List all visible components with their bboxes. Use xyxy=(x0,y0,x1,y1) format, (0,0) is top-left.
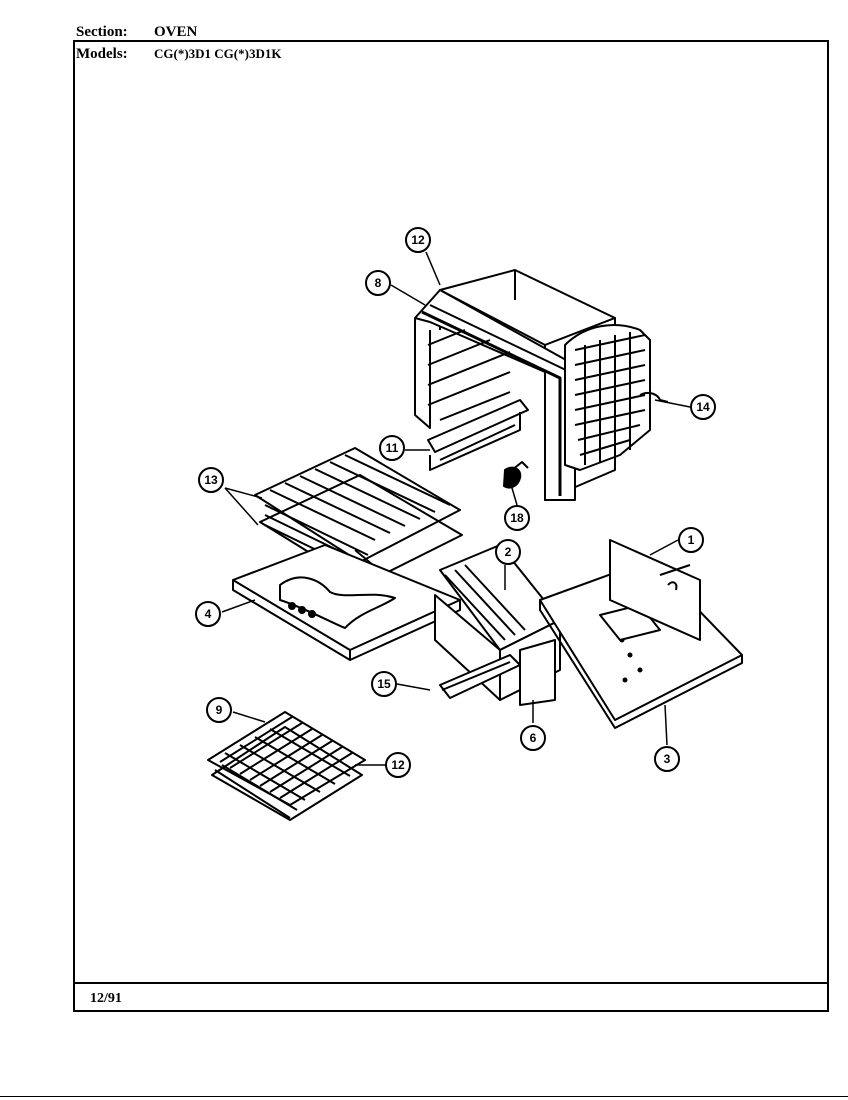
callout-13: 13 xyxy=(204,473,218,487)
callout-8: 8 xyxy=(375,276,382,290)
section-line: Section: OVEN xyxy=(76,24,197,41)
models-line: Models: CG(*)3D1 CG(*)3D1K xyxy=(76,46,281,63)
section-label: Section: xyxy=(76,24,128,40)
ignitor-part xyxy=(503,461,529,489)
leader-lines xyxy=(221,251,691,766)
broiler-drawer xyxy=(434,544,561,706)
broiler-pan xyxy=(207,711,366,821)
callout-18: 18 xyxy=(510,511,524,525)
callout-circles xyxy=(195,227,716,778)
callout-2: 2 xyxy=(505,545,512,559)
models-value: CG(*)3D1 CG(*)3D1K xyxy=(154,46,282,61)
oven-bottom xyxy=(232,544,461,661)
callout-12: 12 xyxy=(391,758,405,772)
callout-11: 11 xyxy=(386,441,399,455)
page-bottom-rule xyxy=(0,1096,848,1097)
burner-assembly xyxy=(564,324,669,471)
diagram-frame xyxy=(73,40,829,1012)
callout-7: 12 xyxy=(411,233,425,247)
section-value: OVEN xyxy=(154,24,198,40)
callout-15: 15 xyxy=(377,677,391,691)
revision-date: 12/91 xyxy=(90,991,122,1006)
footer-divider xyxy=(73,40,829,984)
callout-14: 14 xyxy=(696,400,710,414)
callout-1: 1 xyxy=(688,533,695,547)
callout-4: 4 xyxy=(205,607,212,621)
callout-3: 3 xyxy=(664,752,671,766)
models-label: Models: xyxy=(76,46,128,62)
callout-6: 6 xyxy=(530,731,537,745)
bottom-panel xyxy=(539,539,743,729)
callout-9: 9 xyxy=(216,703,223,717)
